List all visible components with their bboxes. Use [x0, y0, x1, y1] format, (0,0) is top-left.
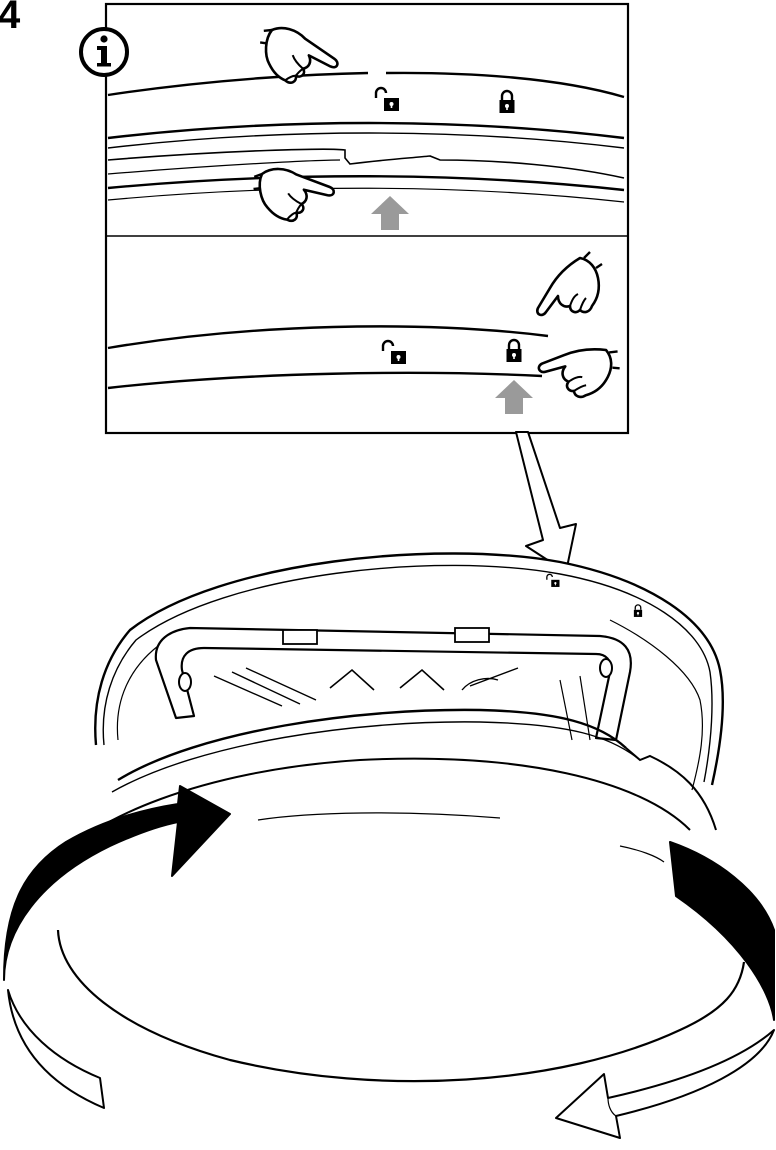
upper-detail — [107, 23, 625, 230]
ceiling-light-fixture — [55, 552, 746, 1083]
inset-frame — [104, 2, 630, 435]
callout-arrow — [515, 431, 577, 573]
info-icon — [79, 27, 129, 77]
lower-detail — [107, 250, 629, 414]
detail-inset — [79, 2, 630, 435]
step-number: 4 — [0, 0, 21, 37]
rotation-arrow-icon — [3, 785, 775, 1139]
